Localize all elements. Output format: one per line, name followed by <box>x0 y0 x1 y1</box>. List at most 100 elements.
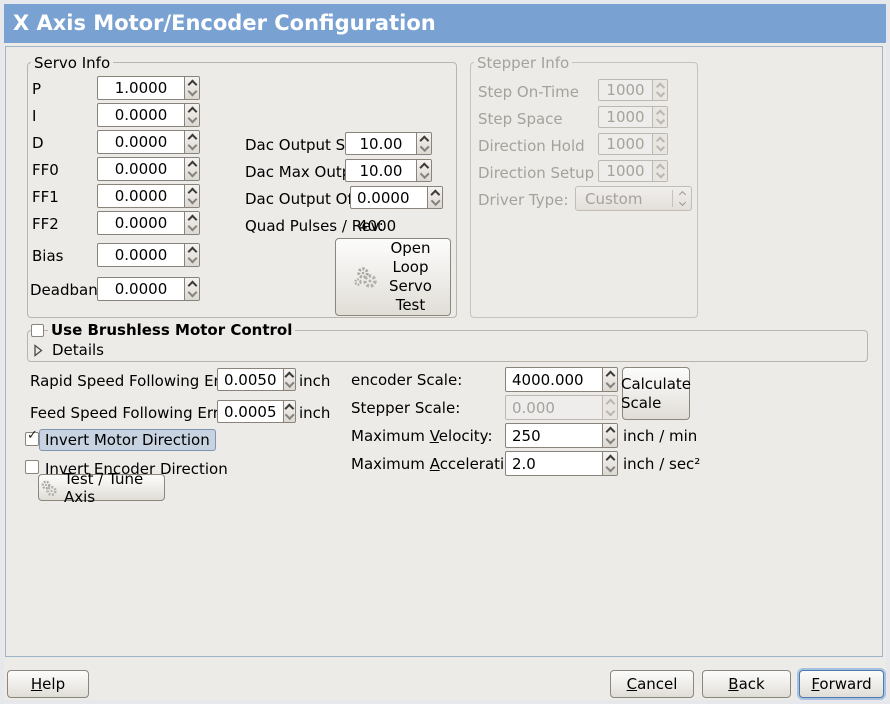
spin-down-icon <box>655 169 665 179</box>
feed-following-error-spin-buttons[interactable] <box>282 401 295 422</box>
content-panel <box>5 46 883 657</box>
test-tune-axis-button[interactable]: Test / Tune Axis <box>38 470 165 506</box>
rapid-following-error-spinbox[interactable]: 0.0050 <box>217 368 296 391</box>
ff1-spinbox[interactable]: 0.0000 <box>97 184 200 208</box>
direction-setup-spin-buttons <box>652 161 667 181</box>
brushless-frame <box>27 330 868 362</box>
maximum-acceleration-input[interactable]: 2.0 <box>512 454 536 473</box>
ff0-spin-buttons[interactable] <box>184 158 199 180</box>
dac-output-offset-spin-buttons[interactable] <box>427 187 442 208</box>
spin-down-icon <box>605 406 615 417</box>
invert-motor-direction-label[interactable]: Invert Motor Direction <box>39 429 216 451</box>
back-button[interactable]: Back <box>702 670 791 698</box>
invert-encoder-direction-checkbox[interactable] <box>25 460 39 474</box>
feed-following-error-spinbox[interactable]: 0.0005 <box>217 400 296 423</box>
dac-output-scale-spin-buttons[interactable] <box>416 133 431 154</box>
help-button[interactable]: Help <box>7 670 89 698</box>
d-spin-buttons[interactable] <box>184 131 199 153</box>
direction-setup-spinbox: 1000 <box>598 160 668 182</box>
bias-spinbox[interactable]: 0.0000 <box>97 243 200 267</box>
ff0-spinbox[interactable]: 0.0000 <box>97 157 200 181</box>
dac-max-output-spin-buttons[interactable] <box>416 160 431 181</box>
stepper-scale-label: Stepper Scale: <box>351 399 461 417</box>
deadband-input[interactable]: 0.0000 <box>114 280 168 298</box>
direction-hold-input: 1000 <box>606 135 645 153</box>
ff2-spin-buttons[interactable] <box>184 212 199 234</box>
encoder-scale-spin-buttons[interactable] <box>602 368 617 391</box>
dac-output-scale-input[interactable]: 10.00 <box>359 134 403 153</box>
triangle-right-icon <box>34 343 43 357</box>
invert-motor-direction-checkbox[interactable]: ✓ <box>25 428 39 446</box>
dac-output-offset-input[interactable]: 0.0000 <box>357 188 410 207</box>
calculate-scale-button[interactable]: Calculate Scale <box>620 367 692 420</box>
maximum-acceleration-label: Maximum Acceleration: <box>351 455 528 473</box>
step-on-time-spin-buttons <box>652 80 667 100</box>
ff2-input[interactable]: 0.0000 <box>114 214 168 232</box>
gears-icon <box>354 267 377 288</box>
maximum-velocity-spin-buttons[interactable] <box>602 424 617 447</box>
quad-pulses-value: 4000 <box>358 217 397 235</box>
p-input[interactable]: 1.0000 <box>114 79 168 97</box>
checkmark-icon: ✓ <box>27 428 38 443</box>
calculate-scale-label: Calculate Scale <box>620 374 692 412</box>
maximum-acceleration-spin-buttons[interactable] <box>602 452 617 475</box>
encoder-scale-spinbox[interactable]: 4000.000 <box>505 367 618 392</box>
forward-label: Forward <box>811 675 872 693</box>
open-loop-servo-test-label: Open Loop Servo Test <box>389 239 432 314</box>
d-input[interactable]: 0.0000 <box>114 133 168 151</box>
spin-down-icon <box>187 140 197 151</box>
spin-down-icon <box>419 168 429 179</box>
test-tune-axis-label: Test / Tune Axis <box>64 469 144 506</box>
driver-type-combobox: Custom <box>575 186 692 211</box>
details-expander[interactable]: Details <box>33 341 104 359</box>
direction-hold-spin-buttons <box>652 134 667 154</box>
forward-button[interactable]: Forward <box>799 670 884 698</box>
step-on-time-label: Step On-Time <box>478 83 579 101</box>
i-spinbox[interactable]: 0.0000 <box>97 103 200 127</box>
ff0-input[interactable]: 0.0000 <box>114 160 168 178</box>
stepper-scale-input: 0.000 <box>512 398 555 417</box>
maximum-acceleration-spinbox[interactable]: 2.0 <box>505 451 618 476</box>
i-input[interactable]: 0.0000 <box>114 106 168 124</box>
bias-label: Bias <box>32 247 64 265</box>
direction-hold-spinbox: 1000 <box>598 133 668 155</box>
driver-type-value: Custom <box>585 189 643 208</box>
maximum-velocity-input[interactable]: 250 <box>512 426 541 445</box>
direction-setup-label: Direction Setup <box>478 164 595 182</box>
ff2-spinbox[interactable]: 0.0000 <box>97 211 200 235</box>
spin-down-icon <box>187 253 197 264</box>
spin-down-icon <box>284 409 295 420</box>
quad-pulses-label: Quad Pulses / Rev: <box>245 217 384 235</box>
bias-spin-buttons[interactable] <box>184 244 199 266</box>
ff1-input[interactable]: 0.0000 <box>114 187 168 205</box>
dac-max-output-input[interactable]: 10.00 <box>359 161 403 180</box>
spin-down-icon <box>284 377 295 388</box>
open-loop-servo-test-button[interactable]: Open Loop Servo Test <box>335 238 451 316</box>
spin-down-icon <box>187 86 197 97</box>
spin-down-icon <box>187 287 197 298</box>
feed-following-error-input[interactable]: 0.0005 <box>224 402 277 421</box>
p-spinbox[interactable]: 1.0000 <box>97 76 200 100</box>
dac-output-scale-spinbox[interactable]: 10.00 <box>345 132 432 155</box>
stepper-info-frame <box>470 62 698 318</box>
deadband-spinbox[interactable]: 0.0000 <box>97 277 200 301</box>
invert-encoder-direction-label[interactable]: Invert Encoder Direction <box>45 460 228 478</box>
deadband-spin-buttons[interactable] <box>184 278 199 300</box>
cancel-button[interactable]: Cancel <box>610 670 694 698</box>
encoder-scale-input[interactable]: 4000.000 <box>512 370 584 389</box>
dac-max-output-label: Dac Max Output: <box>245 163 372 181</box>
use-brushless-checkbox[interactable] <box>31 324 44 337</box>
maximum-acceleration-unit: inch / sec² <box>623 455 701 473</box>
rapid-following-error-spin-buttons[interactable] <box>282 369 295 390</box>
maximum-velocity-spinbox[interactable]: 250 <box>505 423 618 448</box>
bias-input[interactable]: 0.0000 <box>114 246 168 264</box>
d-spinbox[interactable]: 0.0000 <box>97 130 200 154</box>
ff1-spin-buttons[interactable] <box>184 185 199 207</box>
rapid-following-error-input[interactable]: 0.0050 <box>224 370 277 389</box>
p-spin-buttons[interactable] <box>184 77 199 99</box>
feed-following-error-unit: inch <box>299 404 331 422</box>
dac-max-output-spinbox[interactable]: 10.00 <box>345 159 432 182</box>
i-spin-buttons[interactable] <box>184 104 199 126</box>
dac-output-offset-spinbox[interactable]: 0.0000 <box>350 186 443 209</box>
